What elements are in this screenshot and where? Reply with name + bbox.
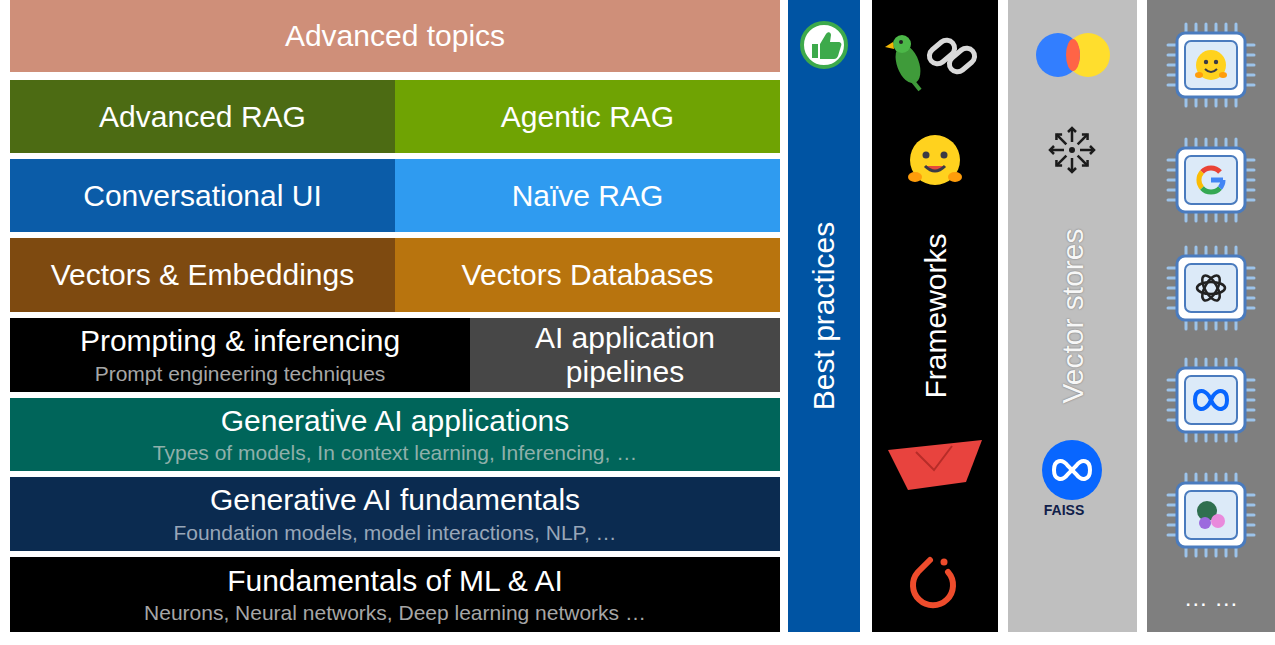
column-ground: [1147, 0, 1275, 632]
topic-band: Prompting & inferencingPrompt engineerin…: [10, 318, 470, 392]
tool-column: Frameworks: [872, 0, 998, 632]
chip-symbol: [1168, 359, 1254, 441]
band-title: Vectors Databases: [462, 258, 714, 292]
topic-band: Advanced RAG: [10, 80, 395, 153]
band-subtitle: Neurons, Neural networks, Deep learning …: [144, 600, 646, 625]
google-logo: [1199, 168, 1223, 192]
chip-symbol: [1168, 247, 1254, 329]
band-title: Agentic RAG: [501, 100, 674, 134]
ellipsis-label: … …: [1147, 584, 1275, 612]
chip-symbol: [1168, 139, 1254, 221]
band-title: Advanced RAG: [99, 100, 306, 134]
openai-logo: [1197, 273, 1225, 303]
faiss-logo: [1042, 440, 1102, 500]
band-title: Conversational UI: [83, 179, 321, 213]
tool-column: Best practices: [788, 0, 860, 632]
column-title: Frameworks: [920, 233, 950, 398]
huggingface-logo: [1195, 50, 1227, 80]
logo-caption: FAISS: [1032, 502, 1096, 518]
chip-symbol: [1168, 474, 1254, 556]
tool-column: Vector stores: [1008, 0, 1137, 632]
chip-symbol: [1168, 24, 1254, 106]
pytorch-logo: [913, 559, 953, 606]
meta-logo: [1195, 391, 1227, 409]
logo-caption: FAISS: [1032, 502, 1096, 518]
topic-band: Advanced topics: [10, 0, 780, 72]
pinecone-logo: [1050, 128, 1094, 172]
topic-band: Conversational UI: [10, 159, 395, 232]
band-title: Advanced topics: [285, 19, 505, 53]
topic-band: Naïve RAG: [395, 159, 780, 232]
band-title: Generative AI applications: [221, 404, 570, 438]
column-title: Best practices: [809, 222, 839, 410]
column-title: Vector stores: [1058, 228, 1088, 403]
band-title: Naïve RAG: [512, 179, 664, 213]
model-logo: [1197, 501, 1225, 529]
topic-band: Agentic RAG: [395, 80, 780, 153]
haystack-logo: [888, 440, 982, 490]
band-title: Prompting & inferencing: [80, 324, 400, 358]
band-title: Generative AI fundamentals: [210, 483, 580, 517]
topic-band: Fundamentals of ML & AINeurons, Neural n…: [10, 557, 780, 632]
topic-band: Vectors & Embeddings: [10, 238, 395, 312]
huggingface-logo: [908, 135, 962, 185]
topic-band: Vectors Databases: [395, 238, 780, 312]
band-subtitle: Prompt engineering techniques: [95, 361, 386, 386]
chroma-logo: [1036, 33, 1110, 77]
topic-band: Generative AI applicationsTypes of model…: [10, 398, 780, 471]
chip-frames: [1168, 24, 1254, 556]
band-subtitle: Types of models, In context learning, In…: [153, 440, 637, 465]
band-subtitle: Foundation models, model interactions, N…: [173, 520, 616, 545]
topic-band: Generative AI fundamentalsFoundation mod…: [10, 477, 780, 551]
band-title: Vectors & Embeddings: [51, 258, 355, 292]
langchain-logo: [885, 35, 978, 90]
models-column: [1147, 0, 1275, 632]
ellipsis-label: … …: [1147, 584, 1275, 612]
topic-band: AI application pipelines: [470, 318, 780, 392]
band-title: Fundamentals of ML & AI: [227, 564, 563, 598]
band-title: AI application pipelines: [478, 321, 772, 388]
